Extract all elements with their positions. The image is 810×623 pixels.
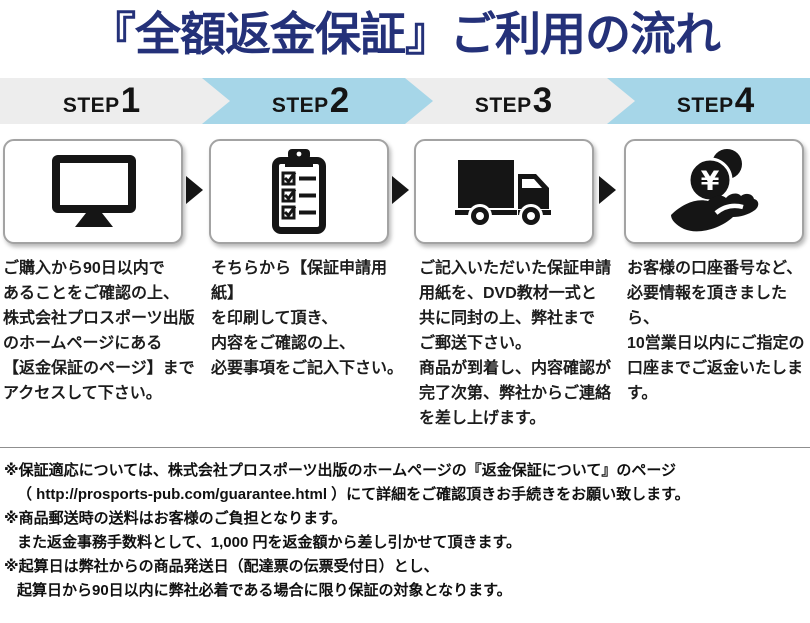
step1-banner-segment [0,78,230,124]
step-word: STEP [62,94,120,117]
step-word: STEP [676,94,734,117]
note-line: ※商品郵送時の送料はお客様のご負担となります。 [4,510,347,527]
step-number: 4 [734,81,755,120]
note-line: ※起算日は弊社からの商品発送日（配達票の伝票受付日）とし、 [4,558,439,575]
step4-description: お客様の口座番号など、 必要情報を頂きましたら、 10営業日以内にご指定の 口座… [627,260,805,402]
step3-banner-segment [405,78,635,124]
step4-icon-card: ¥ [624,139,804,244]
step3-icon-card [414,139,594,244]
note-line: 起算日から90日以内に弊社必着である場合に限り保証の対象となります。 [17,582,512,599]
hand-coin-icon: ¥ [668,146,760,238]
step-number: 2 [329,81,350,120]
step4-banner-segment [607,78,810,124]
arrow-right-icon [599,176,616,204]
step3-label: STEP 3 [405,78,608,124]
monitor-icon [46,154,141,229]
step1-description: ご購入から90日以内で あることをご確認の上、 株式会社プロスポーツ出版 のホー… [3,260,195,402]
step-number: 1 [120,81,141,120]
step-banner: STEP 1 STEP 2 STEP 3 STEP 4 [0,78,810,124]
step1-label: STEP 1 [0,78,203,124]
arrow-right-icon [186,176,203,204]
step-word: STEP [271,94,329,117]
note-line: ※保証適応については、株式会社プロスポーツ出版のホームページの『返金保証について… [4,462,677,479]
step-word: STEP [474,94,532,117]
truck-icon [454,158,554,226]
note-line: また返金事務手数料として、1,000 円を返金額から差し引かせて頂きます。 [17,534,522,551]
step2-banner-segment [202,78,433,124]
note-line-guarantee-url: （ http://prosports-pub.com/guarantee.htm… [17,486,690,503]
step3-description: ご記入いただいた保証申請 用紙を、DVD教材一式と 共に同封の上、弊社まで ご郵… [419,260,612,427]
arrow-right-icon [392,176,409,204]
step2-label: STEP 2 [202,78,405,124]
step2-description: そちらから【保証申請用紙】 を印刷して頂き、 内容をご確認の上、 必要事項をご記… [211,260,404,377]
page-title: 『全額返金保証』ご利用の流れ [90,8,721,60]
notes-divider [0,447,810,448]
notes-section: ※保証適応については、株式会社プロスポーツ出版のホームページの『返金保証について… [4,459,806,603]
step-number: 3 [532,81,553,120]
clipboard-icon [270,148,328,236]
svg-text:¥: ¥ [701,166,720,197]
step1-icon-card [3,139,183,244]
step4-label: STEP 4 [607,78,810,124]
step2-icon-card [209,139,389,244]
